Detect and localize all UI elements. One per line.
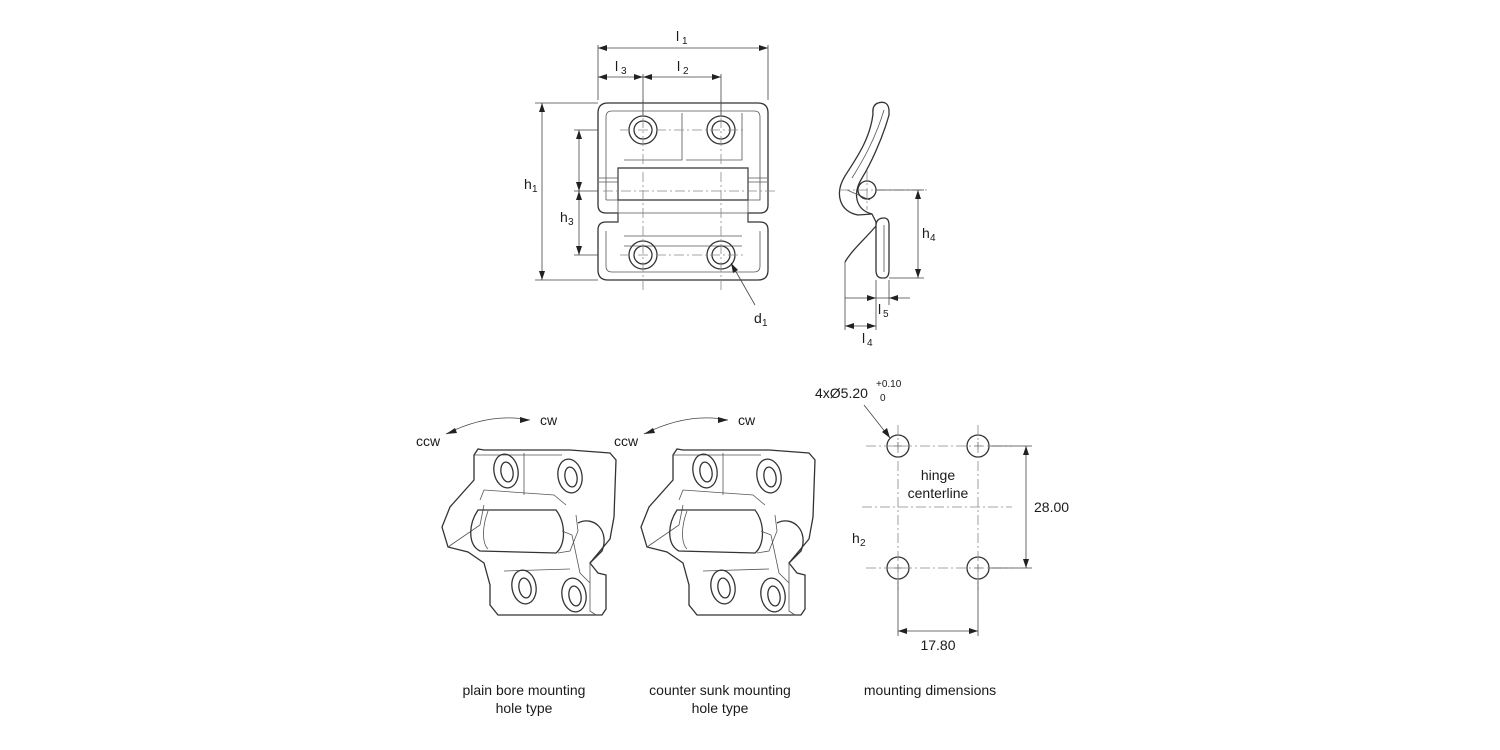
svg-text:l: l: [677, 58, 680, 74]
svg-text:h: h: [524, 176, 532, 192]
caption-mounting-dimensions: mounting dimensions: [864, 682, 996, 698]
caption-counter-sunk-line1: counter sunk mounting: [649, 682, 791, 698]
svg-text:2: 2: [860, 538, 866, 549]
svg-text:h: h: [560, 209, 568, 225]
caption-plain-bore-line2: hole type: [496, 700, 553, 716]
caption-plain-bore-line1: plain bore mounting: [463, 682, 586, 698]
iso-plain-bore: ccw cw: [416, 412, 617, 616]
svg-text:3: 3: [621, 66, 627, 77]
svg-text:1: 1: [682, 36, 688, 47]
svg-text:4: 4: [867, 338, 873, 349]
svg-text:5: 5: [883, 309, 889, 320]
svg-text:3: 3: [568, 217, 574, 228]
svg-text:4: 4: [930, 233, 936, 244]
ccw-label: ccw: [614, 433, 639, 449]
svg-text:1: 1: [532, 184, 538, 195]
cw-label: cw: [540, 412, 558, 428]
caption-counter-sunk-line2: hole type: [692, 700, 749, 716]
svg-text:l: l: [862, 330, 865, 346]
svg-text:1: 1: [762, 318, 768, 329]
iso-counter-sunk: ccw cw: [614, 412, 816, 616]
svg-text:l: l: [676, 28, 679, 44]
svg-text:d: d: [754, 310, 762, 326]
hole-tolerance-upper: +0.10: [876, 379, 902, 390]
svg-text:h: h: [852, 530, 860, 546]
cw-label: cw: [738, 412, 756, 428]
captions: plain bore mounting hole type counter su…: [463, 682, 997, 716]
ccw-label: ccw: [416, 433, 441, 449]
svg-text:l: l: [878, 301, 881, 317]
hole-tolerance-lower: 0: [880, 393, 886, 404]
vertical-spacing-label: 28.00: [1034, 499, 1069, 515]
hinge-centerline-label-line2: centerline: [908, 485, 969, 501]
svg-text:2: 2: [683, 66, 689, 77]
svg-text:l: l: [615, 58, 618, 74]
hole-spec-label: 4xØ5.20: [815, 385, 868, 401]
hinge-centerline-label-line1: hinge: [921, 467, 955, 483]
horizontal-spacing-label: 17.80: [920, 637, 955, 653]
mounting-pattern: 4xØ5.20 +0.10 0 hinge centerline 28.00 1…: [815, 379, 1069, 653]
svg-text:h: h: [922, 225, 930, 241]
